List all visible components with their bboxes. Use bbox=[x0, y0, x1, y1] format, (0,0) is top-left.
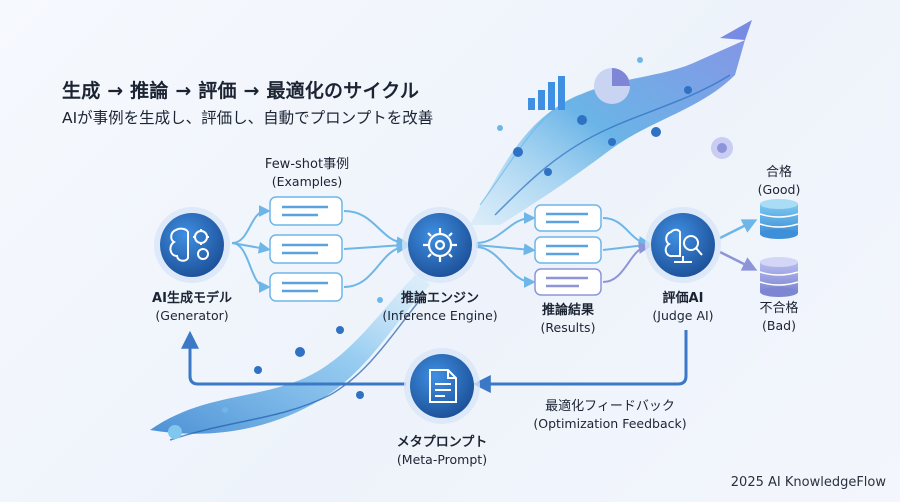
meta-prompt-label: メタプロンプト (Meta-Prompt) bbox=[397, 434, 488, 468]
brain-gears-icon bbox=[169, 227, 209, 262]
feedback-label: 最適化フィードバック (Optimization Feedback) bbox=[533, 398, 686, 432]
good-label-jp: 合格 bbox=[765, 165, 793, 180]
generator-label-en: (Generator) bbox=[155, 308, 229, 323]
meta-prompt-node[interactable] bbox=[404, 348, 480, 424]
page-subtitle: AIが事例を生成し、評価し、自動でプロンプトを改善 bbox=[62, 109, 434, 127]
bar-chart-icon bbox=[528, 76, 565, 110]
generator-node[interactable] bbox=[154, 207, 230, 283]
examples-label: Few-shot事例 (Examples) bbox=[265, 156, 349, 190]
bad-label-jp: 不合格 bbox=[759, 301, 799, 316]
results-label-en: (Results) bbox=[540, 320, 596, 335]
examples-label-en: (Examples) bbox=[271, 174, 343, 189]
good-database-icon bbox=[759, 199, 799, 239]
inference-label: 推論エンジン (Inference Engine) bbox=[382, 290, 497, 324]
gear-icon bbox=[423, 228, 457, 262]
decorative-network bbox=[168, 57, 692, 439]
decorative-ribbon-top bbox=[470, 20, 752, 225]
good-label: 合格 (Good) bbox=[758, 164, 801, 198]
bad-label-en: (Bad) bbox=[762, 318, 796, 333]
feedback-loop-arrow bbox=[181, 330, 688, 393]
judge-label: 評価AI (Judge AI) bbox=[652, 290, 713, 324]
meta-prompt-label-en: (Meta-Prompt) bbox=[396, 452, 488, 467]
good-label-en: (Good) bbox=[757, 182, 801, 197]
examples-label-jp: Few-shot事例 bbox=[264, 157, 350, 172]
page-title: 生成 → 推論 → 評価 → 最適化のサイクル bbox=[62, 80, 420, 102]
bad-database-icon bbox=[759, 257, 799, 297]
results-label-jp: 推論結果 bbox=[541, 303, 595, 318]
brain-magnifier-icon bbox=[664, 228, 703, 263]
judge-label-jp: 評価AI bbox=[662, 291, 704, 306]
results-label: 推論結果 (Results) bbox=[541, 302, 596, 336]
inference-node[interactable] bbox=[402, 207, 478, 283]
flow-arrows bbox=[231, 205, 758, 293]
example-cards bbox=[269, 196, 343, 302]
sparkle-icon bbox=[711, 137, 733, 159]
result-cards bbox=[534, 204, 602, 296]
judge-node[interactable] bbox=[645, 207, 721, 283]
feedback-label-en: (Optimization Feedback) bbox=[533, 416, 687, 431]
bad-label: 不合格 (Bad) bbox=[759, 300, 798, 334]
inference-label-jp: 推論エンジン bbox=[400, 291, 479, 306]
meta-prompt-label-jp: メタプロンプト bbox=[396, 435, 488, 450]
feedback-label-jp: 最適化フィードバック bbox=[545, 399, 675, 414]
inference-label-en: (Inference Engine) bbox=[382, 308, 498, 323]
decorative-ribbon-bottom bbox=[150, 270, 430, 441]
generator-label-jp: AI生成モデル bbox=[152, 291, 232, 306]
pie-chart-icon bbox=[594, 68, 630, 104]
footer-credit: 2025 AI KnowledgeFlow bbox=[730, 475, 886, 490]
document-icon bbox=[429, 369, 457, 403]
generator-label: AI生成モデル (Generator) bbox=[152, 290, 232, 324]
judge-label-en: (Judge AI) bbox=[652, 308, 714, 323]
